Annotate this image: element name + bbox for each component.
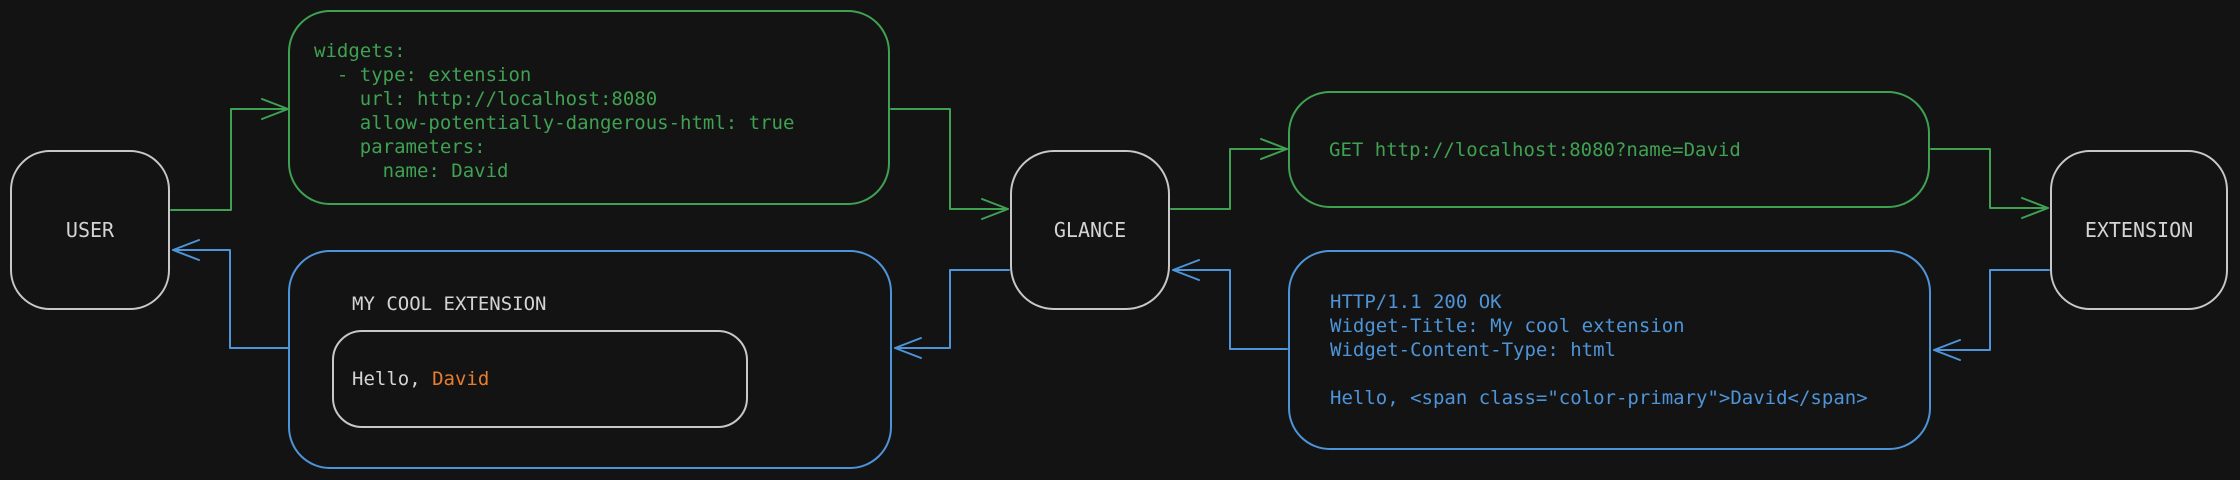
node-extension: EXTENSION bbox=[2050, 150, 2228, 310]
arrow-config-to-glance bbox=[890, 108, 1009, 220]
response-line: Hello, <span class="color-primary">David… bbox=[1330, 387, 1868, 409]
response-line: HTTP/1.1 200 OK bbox=[1330, 291, 1502, 313]
rendered-widget-box: MY COOL EXTENSION Hello, David bbox=[288, 250, 892, 469]
response-line: Widget-Content-Type: html bbox=[1330, 339, 1616, 361]
greeting-prefix: Hello, bbox=[352, 368, 433, 390]
config-line: widgets: bbox=[314, 40, 406, 62]
http-response-box: HTTP/1.1 200 OK Widget-Title: My cool ex… bbox=[1288, 250, 1931, 450]
node-extension-label: EXTENSION bbox=[2084, 218, 2194, 242]
node-user: USER bbox=[10, 150, 170, 310]
widget-greeting-box: Hello, David bbox=[332, 330, 748, 428]
http-request-box: GET http://localhost:8080?name=David bbox=[1288, 91, 1930, 208]
arrow-response-to-glance bbox=[1172, 259, 1288, 350]
widget-title: MY COOL EXTENSION bbox=[352, 293, 547, 315]
response-line bbox=[1330, 362, 1929, 386]
node-glance: GLANCE bbox=[1010, 150, 1170, 310]
http-request-line: GET http://localhost:8080?name=David bbox=[1329, 138, 1741, 161]
config-line: name: David bbox=[314, 160, 509, 182]
config-line: parameters: bbox=[314, 136, 486, 158]
greeting-name: David bbox=[432, 368, 490, 390]
arrow-glance-to-widget bbox=[894, 269, 1010, 359]
arrow-glance-to-request bbox=[1170, 138, 1288, 210]
node-user-label: USER bbox=[65, 218, 115, 242]
arrow-request-to-extension bbox=[1930, 148, 2049, 219]
arrow-widget-to-user bbox=[172, 239, 289, 349]
arrow-extension-to-response bbox=[1933, 269, 2050, 361]
node-glance-label: GLANCE bbox=[1053, 218, 1127, 242]
config-line: - type: extension bbox=[314, 64, 532, 86]
config-line: url: http://localhost:8080 bbox=[314, 88, 658, 110]
config-yaml-box: widgets: - type: extension url: http://l… bbox=[288, 10, 890, 205]
arrow-user-to-config bbox=[170, 98, 289, 211]
config-line: allow-potentially-dangerous-html: true bbox=[314, 112, 795, 134]
response-line: Widget-Title: My cool extension bbox=[1330, 315, 1685, 337]
